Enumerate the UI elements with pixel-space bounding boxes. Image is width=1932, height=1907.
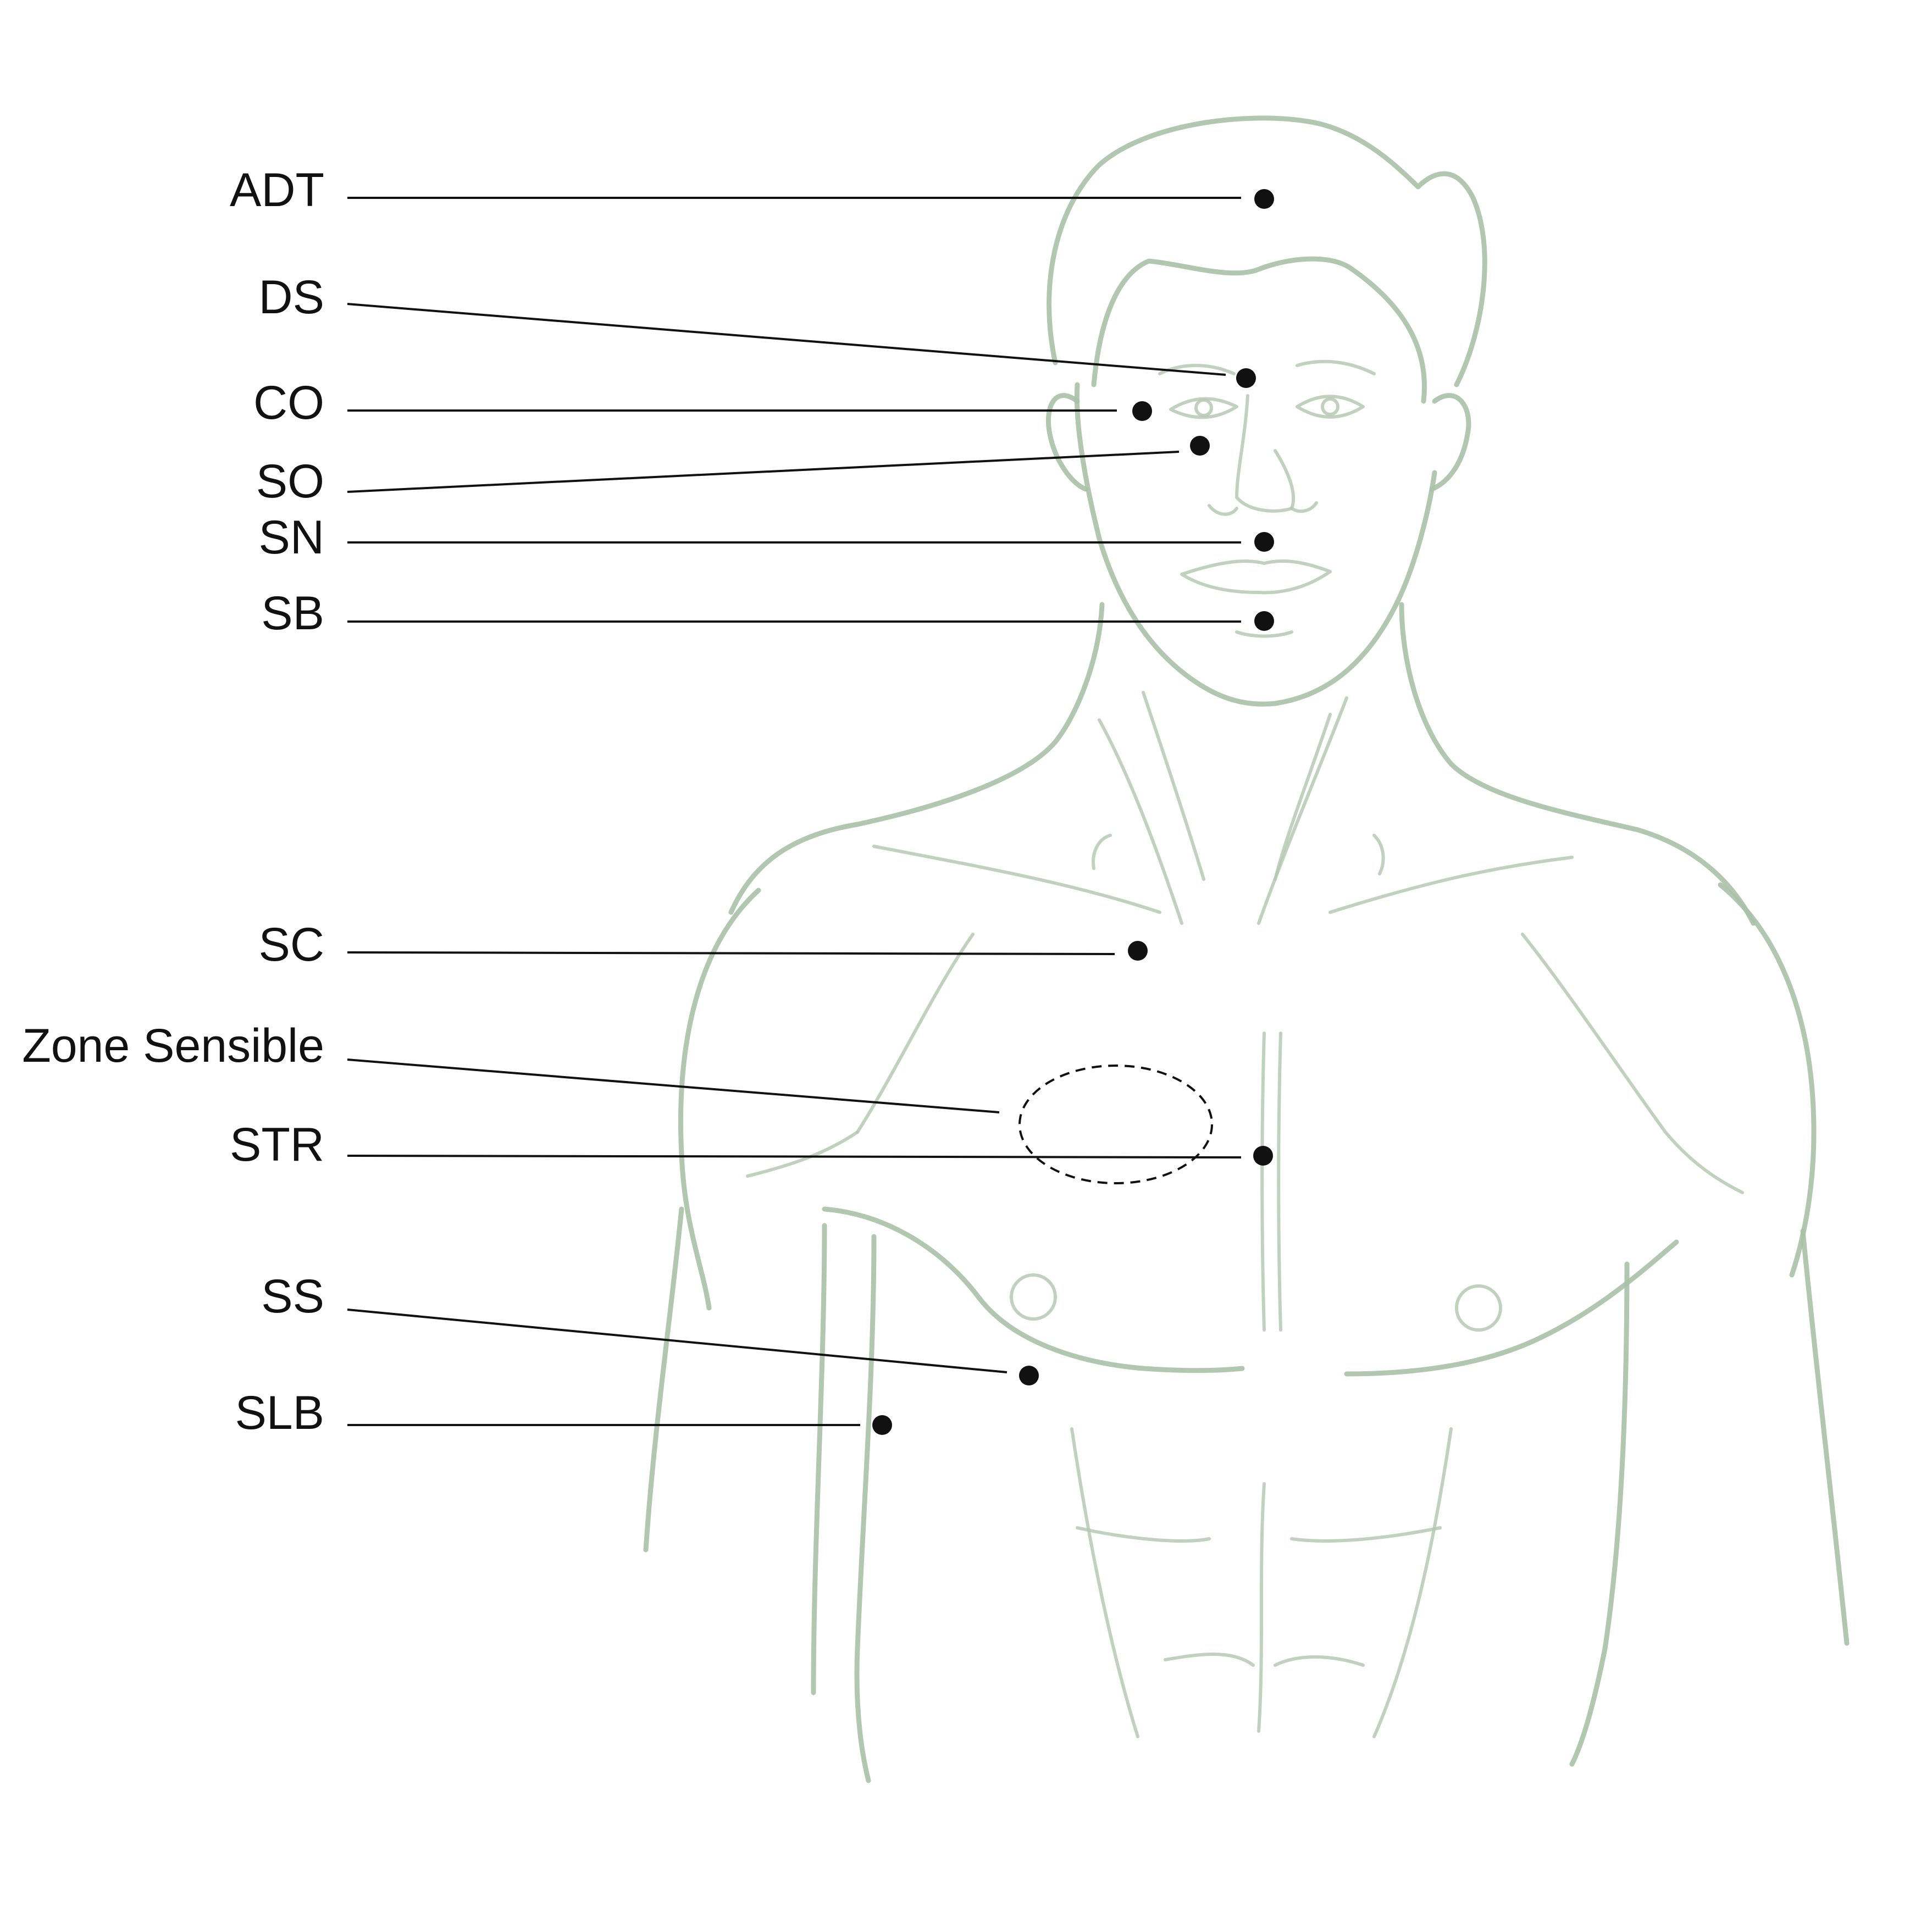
leader-str — [347, 1155, 1242, 1158]
zone-sensible-outline — [1018, 1065, 1213, 1184]
clavicle-right — [1328, 856, 1574, 914]
point-sc — [1128, 941, 1148, 961]
abs-row-2 — [1164, 1653, 1365, 1667]
arm-left-inner — [746, 1130, 859, 1178]
body-sketch — [643, 115, 1850, 1783]
label-ss: SS — [261, 1270, 324, 1323]
point-str — [1253, 1146, 1273, 1166]
neck-right — [1399, 602, 1756, 926]
hairline — [1091, 256, 1427, 404]
point-so — [1190, 436, 1210, 456]
label-adt: ADT — [230, 164, 324, 217]
leader-ss — [347, 1309, 1007, 1373]
label-sc: SC — [259, 918, 324, 971]
nostrils — [1208, 501, 1318, 516]
point-co — [1132, 401, 1152, 421]
leader-so — [347, 451, 1180, 493]
label-zone-sensible: Zone Sensible — [22, 1019, 324, 1072]
point-slb — [872, 1415, 892, 1435]
sternum-line-2 — [1277, 1032, 1282, 1332]
eye-left — [1169, 397, 1238, 419]
torso-right — [1569, 1261, 1630, 1767]
leader-zone-sensible — [347, 1058, 1000, 1113]
brow-right — [1296, 359, 1376, 375]
neck-muscle-left — [1098, 718, 1183, 925]
eye-right — [1296, 395, 1365, 419]
point-ds — [1236, 368, 1256, 388]
shoulder-mark-right — [1372, 834, 1385, 875]
mouth — [1180, 559, 1332, 595]
abdomen-left — [1070, 1427, 1139, 1738]
hair-outline — [1047, 115, 1487, 387]
arm-right-lower — [1800, 1228, 1850, 1646]
label-sn: SN — [259, 511, 324, 564]
pec-right-upper — [1521, 933, 1744, 1194]
ear-left — [1045, 393, 1088, 492]
label-slb: SLB — [235, 1387, 324, 1439]
clavicle-left — [872, 845, 1161, 914]
label-str: STR — [230, 1118, 324, 1171]
arm-left-outer — [678, 888, 761, 1311]
neck-muscle-left-2 — [1142, 691, 1205, 881]
label-ds: DS — [259, 271, 324, 324]
label-so: SO — [256, 455, 324, 508]
nipple-right — [1455, 1284, 1502, 1332]
abs-row-1 — [1076, 1526, 1442, 1543]
point-adt — [1254, 189, 1274, 209]
pupil-left — [1194, 398, 1213, 417]
leader-sc — [347, 951, 1115, 955]
pec-left-upper — [856, 933, 975, 1134]
pupil-right — [1321, 397, 1339, 416]
abdomen-right — [1372, 1427, 1453, 1738]
point-sb — [1254, 611, 1274, 631]
neck-muscle-right-2 — [1274, 713, 1332, 881]
neck-muscle-right — [1257, 696, 1348, 925]
chin-line — [1235, 630, 1293, 638]
ear-right — [1429, 393, 1471, 492]
point-ss — [1019, 1366, 1039, 1385]
arm-left-lower — [643, 1206, 684, 1553]
arm-right-outer — [1718, 882, 1817, 1278]
leader-ds — [347, 303, 1226, 376]
label-sb: SB — [261, 587, 324, 640]
shoulder-mark-left — [1092, 834, 1112, 870]
annotations: ADT DS CO SO SN SB SC Zone Sensible STR — [22, 164, 1274, 1439]
pec-left-lower — [822, 1206, 1245, 1373]
label-co: CO — [253, 376, 324, 429]
face-left — [1074, 382, 1437, 707]
pec-right-lower — [1344, 1239, 1679, 1377]
sternum-line — [1260, 1032, 1266, 1332]
point-sn — [1254, 532, 1274, 552]
abs-centre — [1257, 1482, 1266, 1733]
nipple-left — [1010, 1273, 1057, 1321]
neck-left — [728, 602, 1105, 915]
nose — [1235, 394, 1296, 513]
torso-left — [854, 1234, 877, 1783]
torso-left-outer — [811, 1223, 827, 1695]
